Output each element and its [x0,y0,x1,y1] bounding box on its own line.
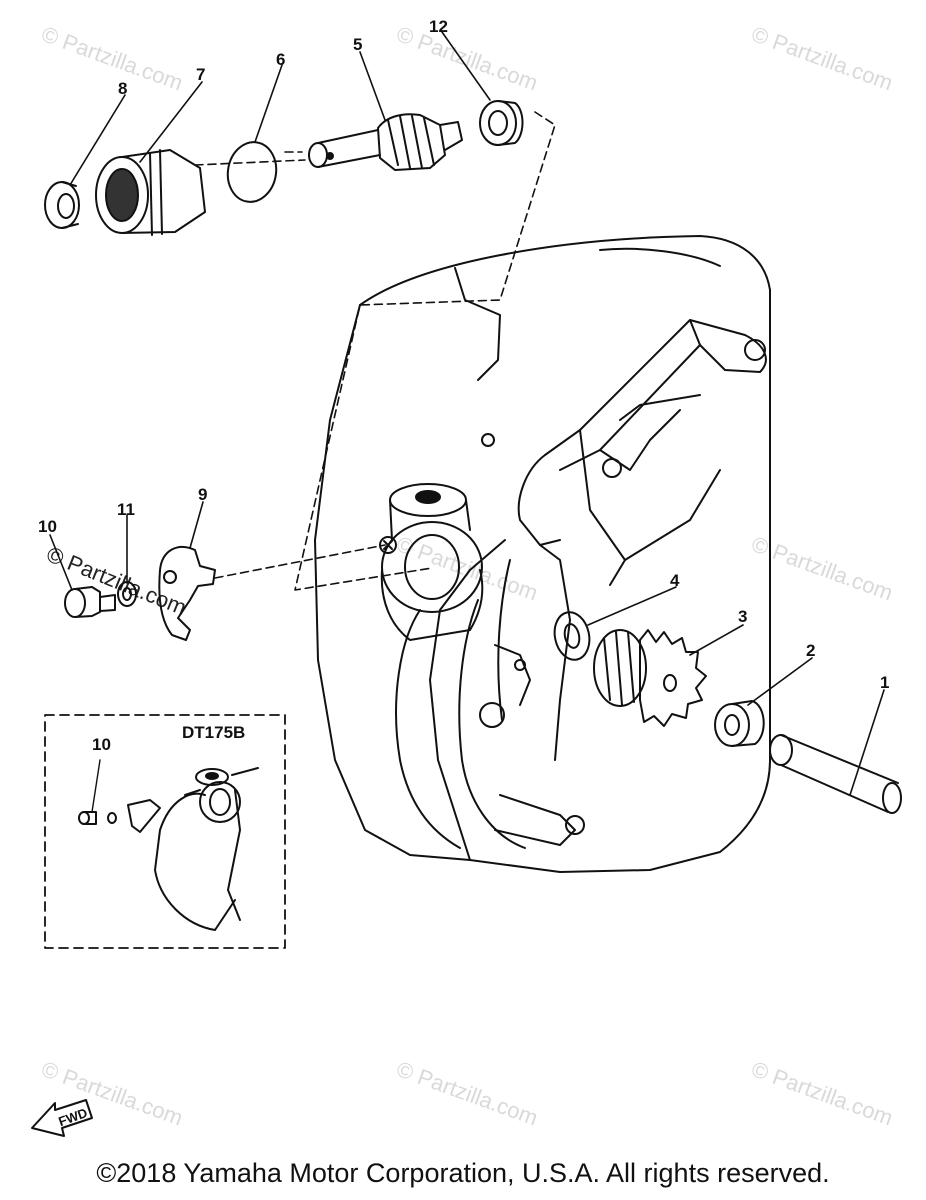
inset-label: DT175B [182,723,245,742]
watermark-2: © Partzilla.com [393,21,541,95]
part-5-driven-gear [308,113,463,171]
watermark-1: © Partzilla.com [38,21,186,95]
part-8-seal [44,181,80,229]
callout-6: 6 [276,50,285,69]
callout-11: 11 [117,500,135,519]
watermark-7: © Partzilla.com [393,1056,541,1130]
callout-1: 1 [880,673,889,692]
part-6-o-ring [226,141,278,203]
callout-10-inset: 10 [92,735,111,754]
part-9-plate [158,545,216,641]
watermark-layer: © Partzilla.com © Partzilla.com © Partzi… [38,21,896,1130]
callout-2: 2 [806,641,815,660]
callout-12: 12 [429,17,448,36]
watermark-3: © Partzilla.com [748,21,896,95]
callout-labels: 8 7 6 5 12 9 11 10 4 3 2 1 10 DT175B FWD [38,17,889,1129]
callout-4: 4 [670,571,680,590]
part-10-bolt [64,586,116,618]
inset-dt175b [44,714,286,949]
callout-5: 5 [353,35,362,54]
exploded-view-drawing: © Partzilla.com © Partzilla.com © Partzi… [31,17,902,1137]
callout-8: 8 [118,79,127,98]
part-3-drive-gear [593,629,707,727]
part-4-washer [553,611,591,661]
callout-leaders [49,31,885,796]
callout-7: 7 [196,65,205,84]
watermark-8: © Partzilla.com [748,1056,896,1130]
crankcase-drawing [314,235,771,873]
part-12-bushing [479,100,524,146]
part-1-shaft [769,734,902,814]
fwd-arrow-icon [31,1099,93,1137]
callout-3: 3 [738,607,747,626]
part-7-sleeve [95,149,206,236]
dashed-leaders [194,111,556,591]
callout-10: 10 [38,517,57,536]
copyright-notice: ©2018 Yamaha Motor Corporation, U.S.A. A… [96,1158,830,1188]
callout-9: 9 [198,485,207,504]
part-2-bushing [714,700,765,747]
